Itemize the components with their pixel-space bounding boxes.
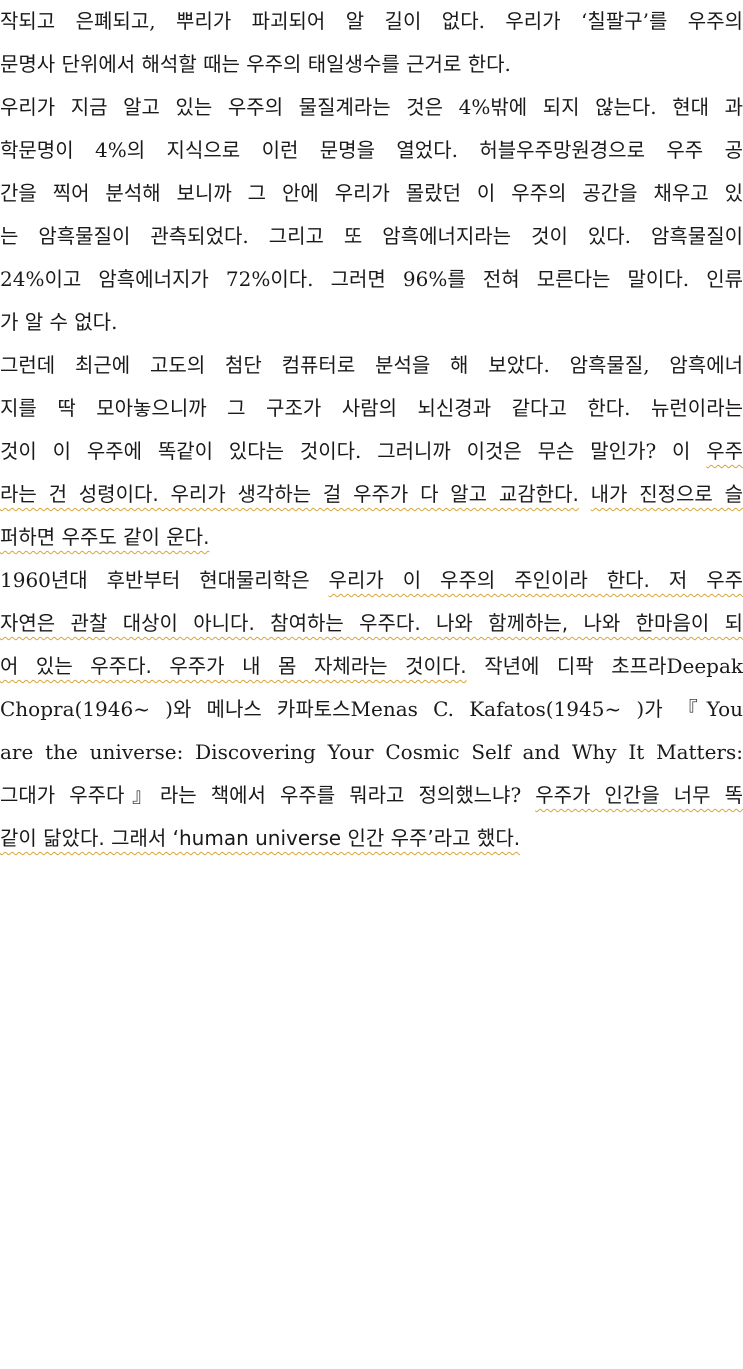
text-line-13: 퍼하면 우주도 같이 운다.: [0, 516, 743, 559]
text-line-18: are the universe: Discovering Your Cosmi…: [0, 740, 743, 764]
text-line-16: 어 있는 우주다. 우주가 내 몸 자체라는 것이다. 작년에 디팍 초프라De…: [0, 654, 743, 678]
highlighted-phrase: 우주: [706, 439, 743, 463]
highlighted-phrase: 내가 진정으로 슬: [590, 482, 743, 506]
text-line-6: 는 암흑물질이 관측되었다. 그리고 또 암흑에너지라는 것이 있다. 암흑물질…: [0, 224, 743, 248]
text-line-2: 문명사 단위에서 해석할 때는 우주의 태일생수를 근거로 한다.: [0, 52, 511, 76]
text-line-8: 가 알 수 없다.: [0, 310, 118, 334]
text-line-1: 작되고 은폐되고, 뿌리가 파괴되어 알 길이 없다. 우리가 ‘칠팔구’를 우…: [0, 9, 743, 33]
text-line-9: 그런데 최근에 고도의 첨단 컴퓨터로 분석을 해 보았다. 암흑물질, 암흑에…: [0, 353, 743, 377]
highlighted-phrase: 어 있는 우주다. 우주가 내 몸 자체라는 것이다.: [0, 654, 467, 678]
text-line-4: 학문명이 4%의 지식으로 이런 문명을 열었다. 허블우주망원경으로 우주 공: [0, 138, 743, 162]
highlighted-phrase: 우리가 이 우주의 주인이라 한다. 저 우주: [328, 568, 743, 592]
highlighted-phrase: 우주가 인간을 너무 똑: [535, 783, 743, 807]
text-line-19: 그대가 우주다』라는 책에서 우주를 뭐라고 정의했느냐? 우주가 인간을 너무…: [0, 783, 743, 807]
text-line-17: Chopra(1946~ )와 메나스 카파토스Menas C. Kafatos…: [0, 697, 743, 721]
text-line-15: 자연은 관찰 대상이 아니다. 참여하는 우주다. 나와 함께하는, 나와 한마…: [0, 602, 743, 645]
text-line-14: 1960년대 후반부터 현대물리학은 우리가 이 우주의 주인이라 한다. 저 …: [0, 568, 743, 592]
text-line-3: 우리가 지금 알고 있는 우주의 물질계라는 것은 4%밖에 되지 않는다. 현…: [0, 95, 743, 119]
text-line-11: 것이 이 우주에 똑같이 있다는 것이다. 그러니까 이것은 무슨 말인가? 이…: [0, 439, 743, 463]
text-line-10: 지를 딱 모아놓으니까 그 구조가 사람의 뇌신경과 같다고 한다. 뉴런이라는: [0, 396, 743, 420]
highlighted-phrase: 라는 건 성령이다. 우리가 생각하는 걸 우주가 다 알고 교감한다.: [0, 482, 579, 506]
text-line-7: 24%이고 암흑에너지가 72%이다. 그러면 96%를 전혀 모른다는 말이다…: [0, 267, 743, 291]
highlighted-phrase: 퍼하면 우주도 같이 운다.: [0, 525, 210, 549]
text-line-20: 같이 닮았다. 그래서 ‘human universe 인간 우주’라고 했다.: [0, 817, 743, 860]
text-line-12: 라는 건 성령이다. 우리가 생각하는 걸 우주가 다 알고 교감한다. 내가 …: [0, 473, 743, 516]
text-line-5: 간을 찍어 분석해 보니까 그 안에 우리가 몰랐던 이 우주의 공간을 채우고…: [0, 181, 743, 205]
highlighted-phrase: 같이 닮았다. 그래서 ‘human universe 인간 우주’라고 했다.: [0, 826, 521, 850]
highlighted-phrase: 자연은 관찰 대상이 아니다. 참여하는 우주다. 나와 함께하는, 나와 한마…: [0, 611, 743, 635]
